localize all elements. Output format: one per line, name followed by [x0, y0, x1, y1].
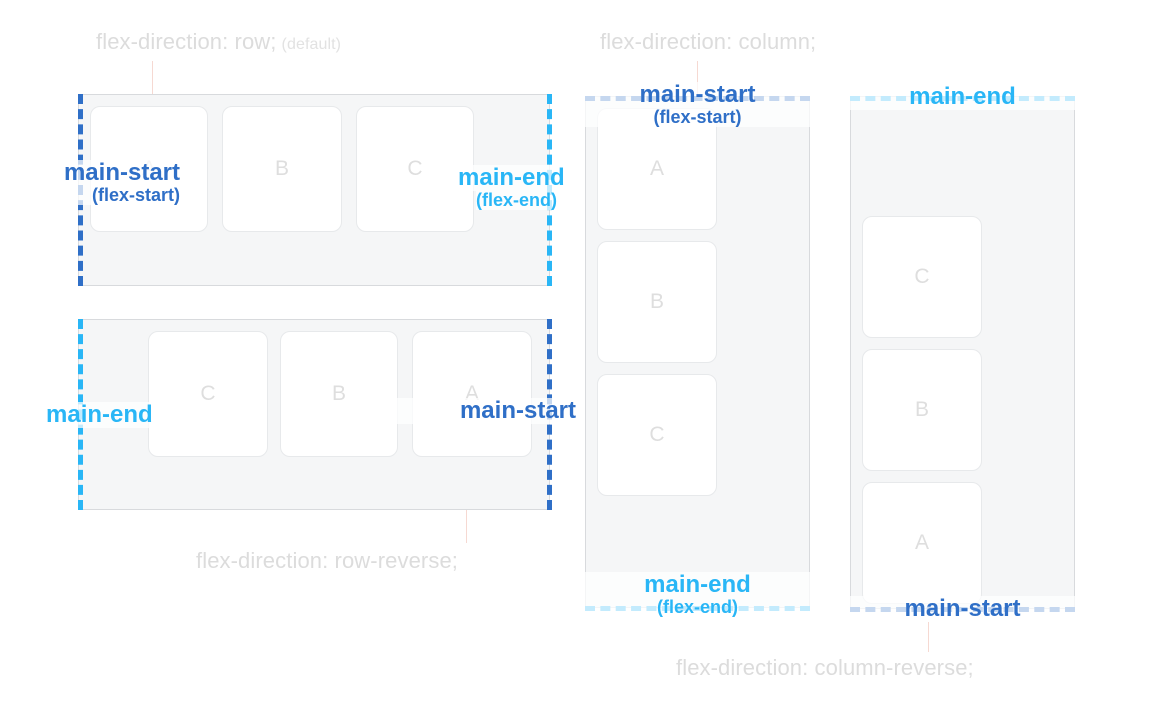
caption-row-reverse-text: flex-direction: row-reverse;: [196, 548, 458, 573]
main-end-label-column-reverse: main-end: [850, 84, 1075, 110]
flex-item-label: B: [914, 398, 929, 421]
flex-item-row-reverse-1: B: [280, 331, 398, 457]
flex-item-label: B: [331, 382, 346, 405]
flex-item-column-1: B: [597, 241, 717, 363]
main-start-text: main-start: [370, 398, 576, 424]
flex-item-row-2: C: [356, 106, 474, 232]
main-start-text: main-start: [0, 160, 180, 186]
caption-row-text: flex-direction: row;: [96, 29, 277, 54]
flex-item-label: B: [649, 290, 664, 313]
flex-item-row-reverse-2: A: [412, 331, 532, 457]
main-end-text: main-end: [585, 572, 810, 598]
flex-item-column-reverse-1: B: [862, 349, 982, 471]
main-end-subtext: (flex-end): [585, 597, 810, 618]
flex-item-label: C: [914, 265, 930, 288]
flex-item-row-reverse-0: C: [148, 331, 268, 457]
main-start-subtext: (flex-start): [585, 107, 810, 128]
caption-row-reverse: flex-direction: row-reverse;: [196, 548, 458, 574]
connector-line-column-reverse: [928, 622, 929, 652]
caption-column-reverse: flex-direction: column-reverse;: [676, 655, 974, 681]
flex-item-row-1: B: [222, 106, 342, 232]
flex-item-label: B: [274, 157, 289, 180]
main-start-text: main-start: [585, 82, 810, 108]
main-start-label-row: main-start (flex-start): [0, 160, 180, 206]
main-start-label-row-reverse: main-start: [370, 398, 576, 424]
flex-item-column-0: A: [597, 108, 717, 230]
caption-column-text: flex-direction: column;: [600, 29, 817, 54]
flex-item-label: C: [649, 423, 665, 446]
main-end-label-row-reverse: main-end: [46, 402, 236, 428]
main-start-label-column-reverse: main-start: [850, 596, 1075, 622]
caption-row: flex-direction: row;(default): [96, 29, 341, 55]
flex-item-column-2: C: [597, 374, 717, 496]
flex-item-label: C: [407, 157, 423, 180]
connector-line-row: [152, 61, 153, 94]
flex-item-label: C: [200, 382, 216, 405]
flex-item-label: A: [649, 157, 664, 180]
connector-line-row-reverse: [466, 510, 467, 543]
main-end-text: main-end: [850, 84, 1075, 110]
main-start-text: main-start: [850, 596, 1075, 622]
caption-column-reverse-text: flex-direction: column-reverse;: [676, 655, 974, 680]
flex-item-column-reverse-2: A: [862, 482, 982, 604]
main-end-text: main-end: [46, 402, 236, 428]
flex-item-label: A: [914, 531, 929, 554]
main-end-label-column: main-end (flex-end): [585, 572, 810, 618]
main-start-label-column: main-start (flex-start): [585, 82, 810, 128]
caption-row-suffix: (default): [281, 36, 342, 53]
caption-column: flex-direction: column;: [600, 29, 816, 55]
flex-item-column-reverse-0: C: [862, 216, 982, 338]
connector-line-column: [697, 61, 698, 94]
main-start-subtext: (flex-start): [0, 185, 180, 206]
